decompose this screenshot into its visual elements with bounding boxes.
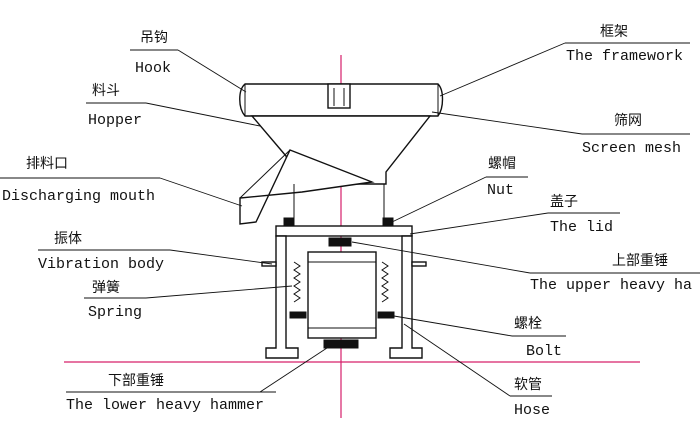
vibration-label-en: Vibration body [38, 256, 164, 273]
lower-hammer [323, 339, 359, 349]
hook-label-cn: 吊钩 [140, 30, 168, 46]
discharge-label-cn: 排料口 [26, 156, 68, 172]
spring-left [293, 261, 301, 303]
spring-label-en: Spring [88, 304, 142, 321]
machine-drawing [239, 83, 444, 359]
discharge-label-en: Discharging mouth [2, 188, 155, 205]
bolt-label-cn: 螺栓 [514, 316, 542, 332]
lid-plate [275, 225, 413, 237]
framework-label-cn: 框架 [600, 24, 628, 40]
vibration-label-cn: 振体 [54, 231, 82, 247]
upper-hammer [328, 237, 352, 247]
spring-right [381, 261, 389, 303]
lower-hammer-label-cn: 下部重锤 [108, 373, 164, 389]
nut-label-en: Nut [487, 182, 514, 199]
screen-label-cn: 筛网 [614, 113, 642, 129]
outer-casing [265, 235, 299, 359]
leader-lines [0, 42, 700, 397]
upper-hammer-label-en: The upper heavy ha [530, 277, 692, 294]
hopper-label-en: Hopper [88, 112, 142, 129]
hose-label-en: Hose [514, 402, 550, 419]
screen-label-en: Screen mesh [582, 140, 681, 157]
lower-hammer-label-en: The lower heavy hammer [66, 397, 264, 414]
bolt-label-en: Bolt [526, 343, 562, 360]
hook-label-en: Hook [135, 60, 171, 77]
hopper-label-cn: 料斗 [92, 83, 120, 99]
upper-hammer-label-cn: 上部重锤 [612, 253, 668, 269]
framework-label-en: The framework [566, 48, 683, 65]
lid-label-en: The lid [550, 219, 613, 236]
hose-label-cn: 软管 [514, 377, 542, 393]
lid-label-cn: 盖子 [550, 194, 578, 210]
nut-label-cn: 螺帽 [488, 156, 516, 172]
vibration-motor [307, 251, 377, 339]
top-hook-bracket [327, 83, 351, 109]
spring-label-cn: 弹簧 [92, 280, 120, 296]
